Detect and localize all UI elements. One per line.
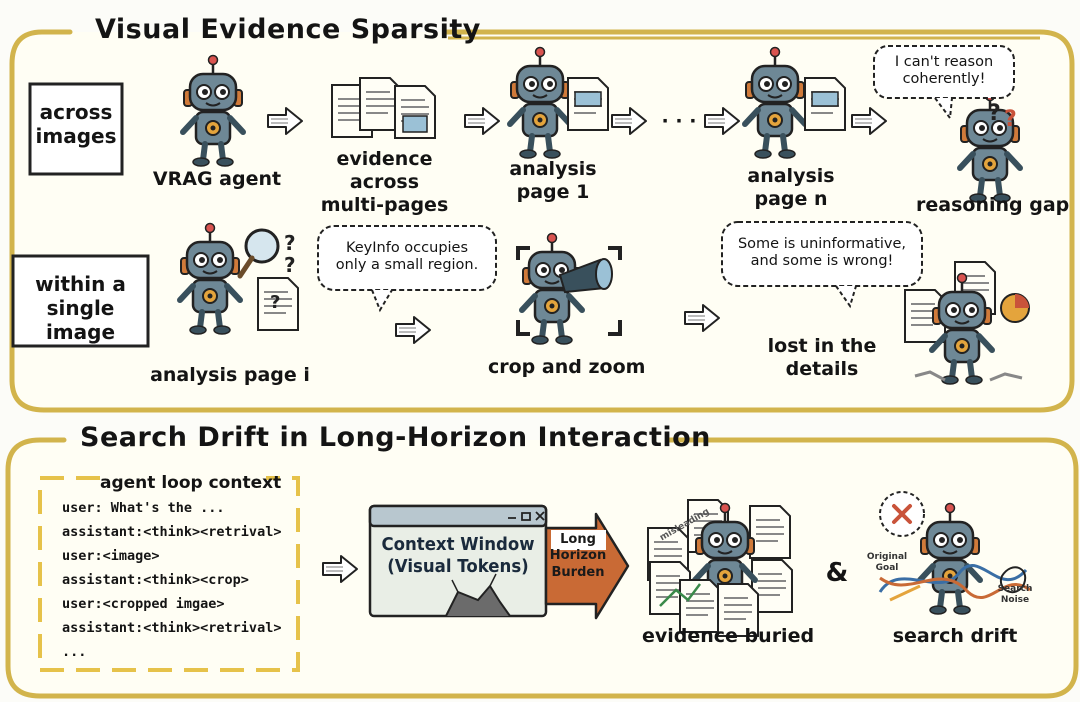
speech-bubble-uninformative	[721, 221, 923, 309]
ellipsis: · · ·	[661, 110, 697, 132]
context-line: assistant:<think><retrival>	[62, 524, 282, 540]
section1-title: Visual Evidence Sparsity	[95, 14, 481, 45]
evidence-buried-label: evidence buried	[642, 625, 815, 647]
speech-bubble-reason	[873, 45, 1015, 121]
single-image-label: within a single image	[35, 272, 126, 344]
vrag-agent-label: VRAG agent	[152, 168, 282, 190]
long-horizon-text: Long Horizon Burden	[549, 532, 607, 580]
svg-text:?: ?	[270, 292, 280, 313]
agent-loop-context-box	[38, 470, 300, 672]
context-line: assistant:<think><crop>	[62, 572, 249, 588]
analysis-page1-label: analysis page 1	[509, 158, 597, 203]
confused-robot: ? ?	[960, 92, 1020, 203]
speech-bubble-keyinfo	[317, 225, 497, 313]
single-image-box	[11, 254, 150, 348]
context-window-icon	[368, 504, 548, 618]
context-line: user:<cropped imgae>	[62, 596, 225, 612]
lost-details-label: lost in the details	[767, 335, 877, 380]
bubble-reason-text: I can't reason coherently!	[894, 54, 994, 88]
analysis-pagen-label: analysis page n	[747, 165, 835, 210]
magnifier-robot: ? ? ?	[180, 224, 299, 335]
context-line: assistant:<think><retrival>	[62, 620, 282, 636]
original-goal-label: Original Goal	[866, 552, 908, 573]
svg-text:?: ?	[284, 253, 296, 277]
ampersand: &	[825, 558, 849, 588]
evidence-label: evidence across multi-pages	[320, 148, 449, 216]
context-line: user:<image>	[62, 548, 160, 564]
evidence-buried-robot	[647, 499, 793, 637]
svg-text:?: ?	[1004, 107, 1017, 132]
context-window-text: Context Window (Visual Tokens)	[381, 534, 535, 577]
telescope-robot	[516, 234, 622, 345]
across-images-label: across images	[35, 100, 117, 148]
section2-title: Search Drift in Long-Horizon Interaction	[80, 422, 711, 453]
search-noise-label: Search Noise	[997, 584, 1033, 605]
context-lines: user: What's the ... assistant:<think><r…	[62, 496, 281, 664]
svg-text:?: ?	[284, 231, 296, 255]
crop-zoom-label: crop and zoom	[488, 356, 646, 378]
context-line: ...	[62, 644, 87, 660]
svg-text:?: ?	[988, 101, 1001, 126]
across-images-box	[28, 82, 124, 176]
context-line: user: What's the ...	[62, 500, 225, 516]
analysis-page-i-label: analysis page i	[150, 364, 310, 386]
overwhelmed-robot	[904, 261, 1030, 384]
page1-document-icon	[567, 77, 609, 131]
bubble-keyinfo-text: KeyInfo occupies only a small region.	[335, 240, 479, 274]
reasoning-gap-label: reasoning gap	[916, 194, 1070, 216]
search-drift-label: search drift	[892, 625, 1018, 647]
long-horizon-arrow	[544, 512, 630, 620]
drift-robot	[878, 491, 1031, 614]
multi-page-documents-icon	[331, 77, 436, 139]
pagen-document-icon	[804, 77, 846, 131]
context-title: agent loop context	[100, 473, 282, 493]
bubble-uninformative-text: Some is uninformative, and some is wrong…	[737, 236, 907, 270]
